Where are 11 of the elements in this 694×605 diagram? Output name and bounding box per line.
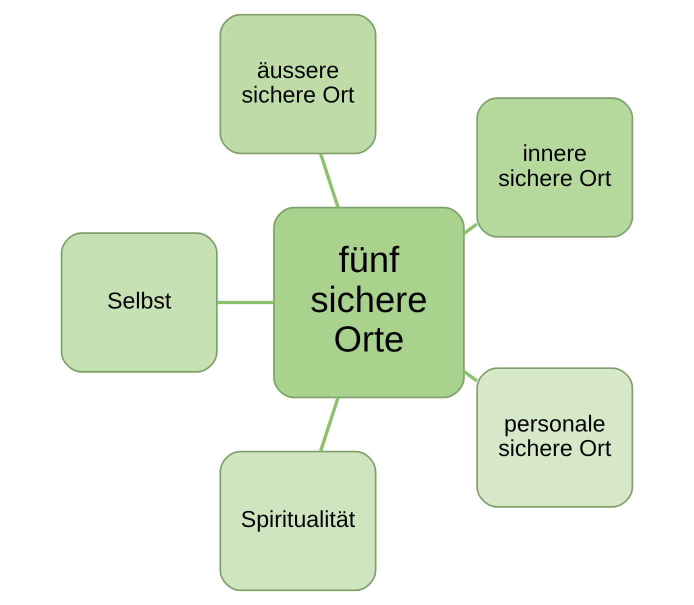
- node-box: Selbst: [60, 232, 218, 373]
- node-box: personale sichere Ort: [476, 367, 634, 508]
- node-box: innere sichere Ort: [476, 97, 634, 238]
- node-box: Spiritualität: [220, 450, 376, 592]
- node-box: fünf sichere Orte: [273, 206, 465, 398]
- connector: [217, 300, 274, 304]
- connector: [319, 397, 340, 452]
- connector: [319, 153, 340, 208]
- node-box: äussere sichere Ort: [220, 14, 376, 154]
- connector: [463, 222, 478, 235]
- connector: [463, 370, 478, 382]
